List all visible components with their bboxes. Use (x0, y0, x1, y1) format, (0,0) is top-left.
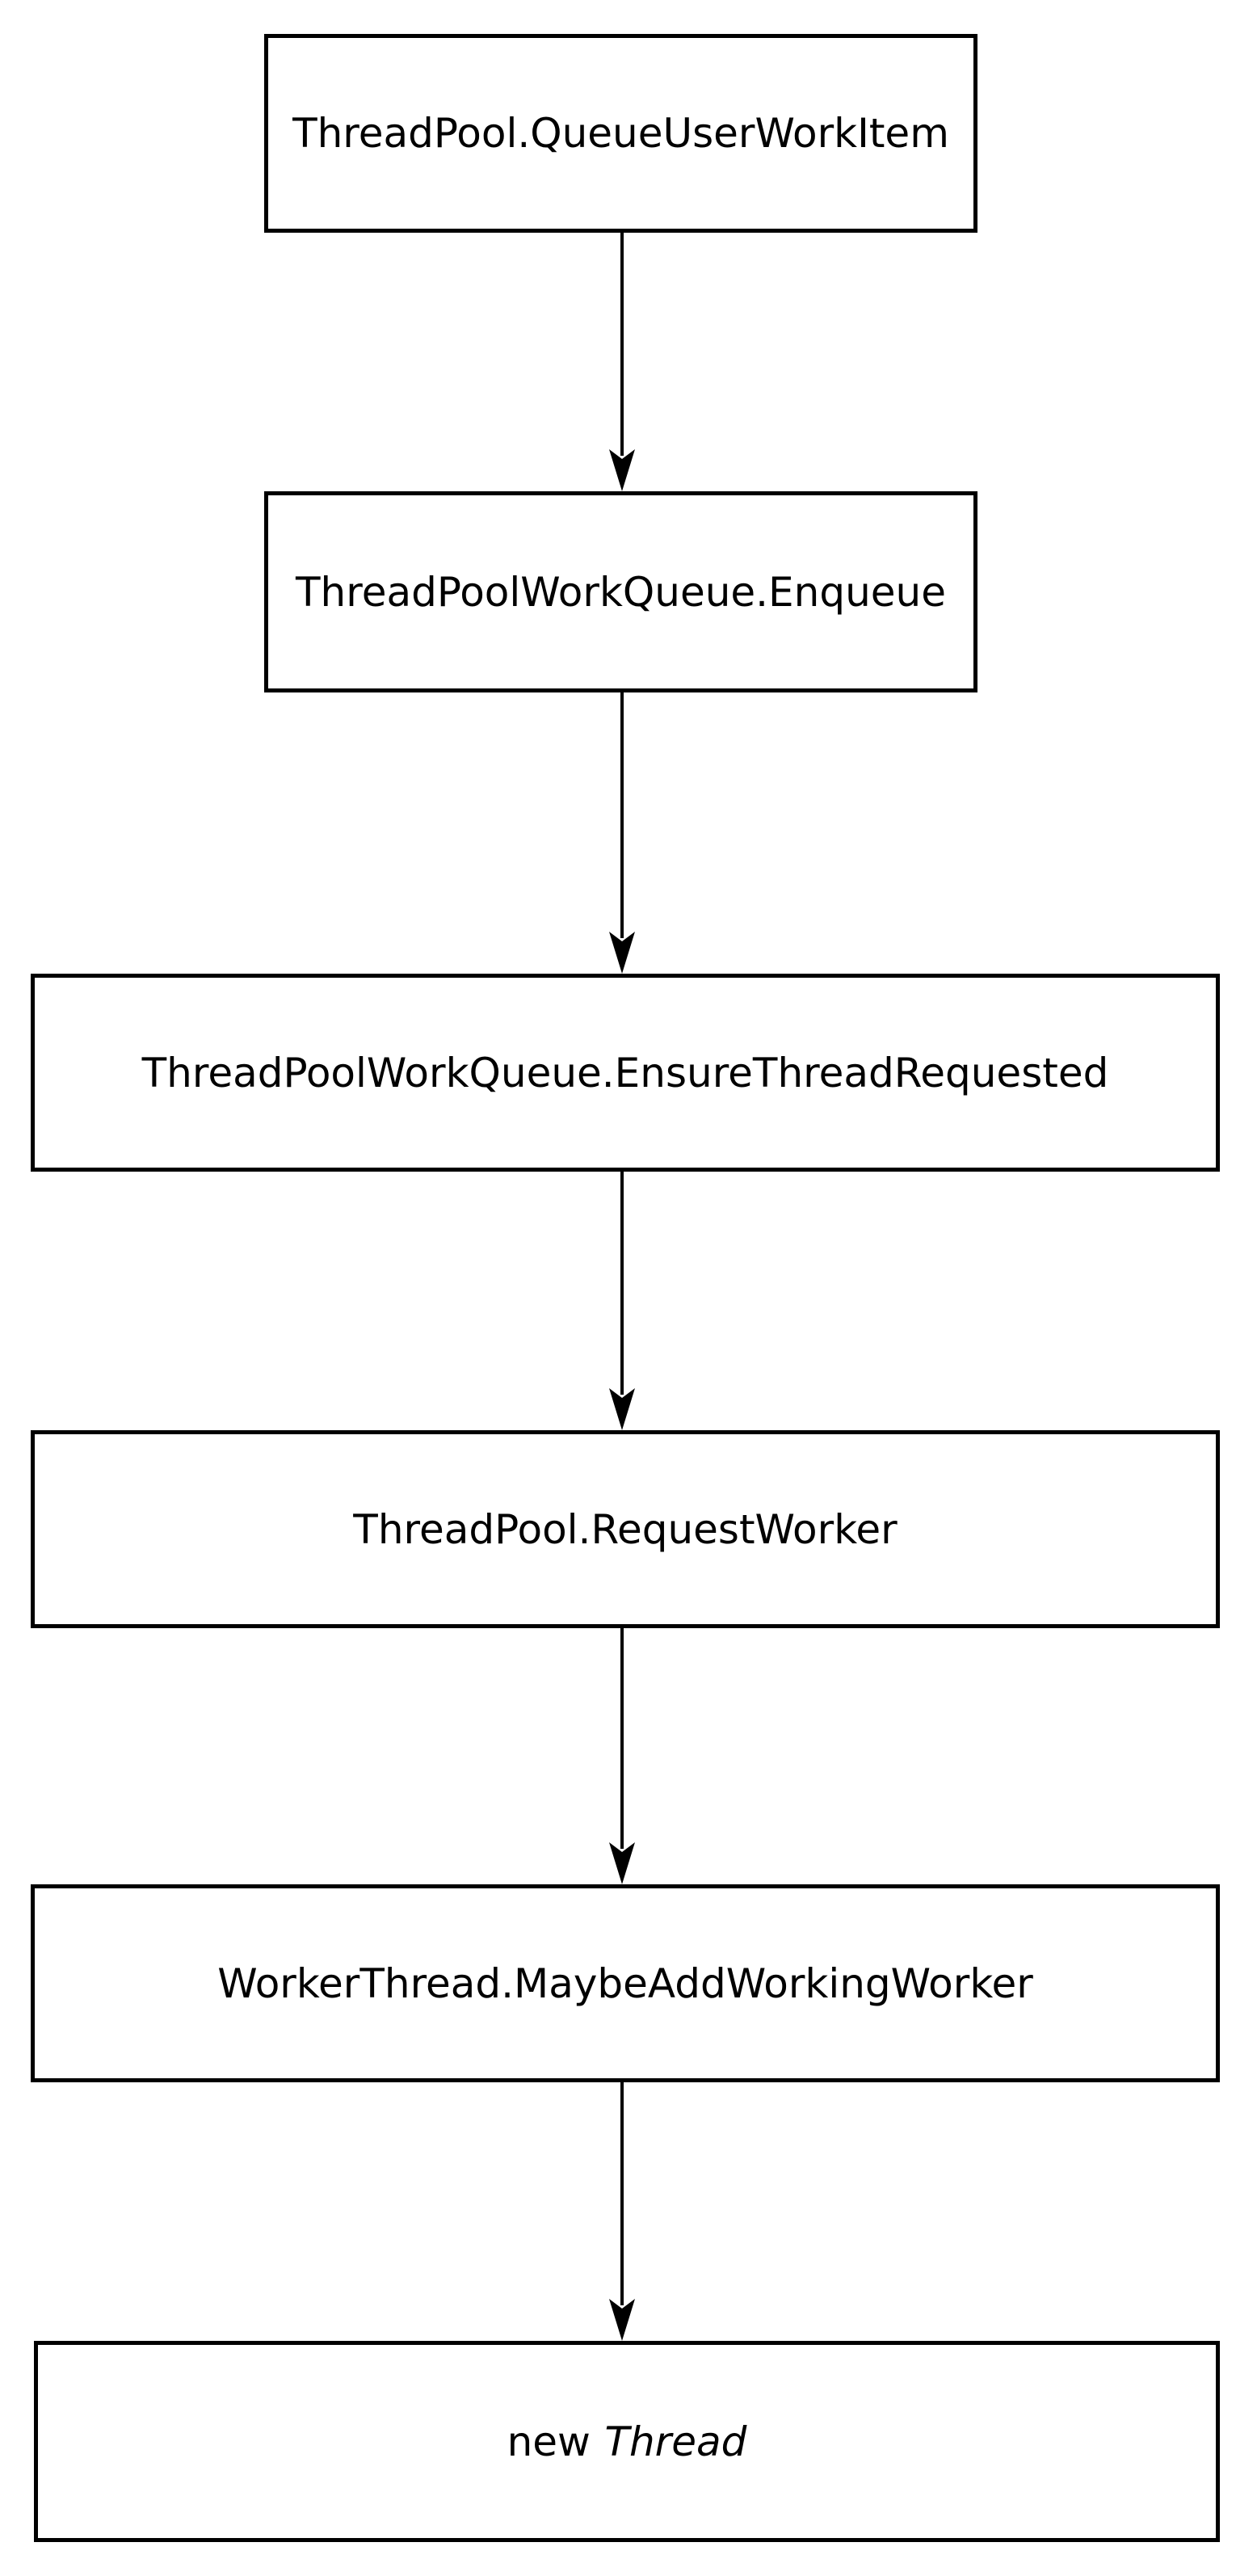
arrow-head-icon (609, 1388, 635, 1430)
flow-arrow (609, 233, 635, 491)
flow-arrow (609, 1628, 635, 1884)
flow-arrow (609, 1172, 635, 1430)
arrow-head-icon (609, 449, 635, 491)
node-label: new Thread (507, 2418, 747, 2466)
flow-node-ensure-thread-requested: ThreadPoolWorkQueue.EnsureThreadRequeste… (31, 974, 1220, 1172)
node-label: ThreadPool.QueueUserWorkItem (292, 110, 949, 157)
node-label: ThreadPoolWorkQueue.Enqueue (296, 568, 946, 616)
node-label-emphasis: Thread (604, 2418, 747, 2465)
node-label: ThreadPoolWorkQueue.EnsureThreadRequeste… (141, 1049, 1109, 1096)
arrow-head-icon (609, 932, 635, 974)
flow-arrow (609, 692, 635, 974)
flow-node-request-worker: ThreadPool.RequestWorker (31, 1430, 1220, 1628)
arrow-head-icon (609, 2299, 635, 2341)
node-label: WorkerThread.MaybeAddWorkingWorker (217, 1959, 1033, 2007)
arrow-head-icon (609, 1842, 635, 1884)
flow-node-enqueue: ThreadPoolWorkQueue.Enqueue (264, 491, 977, 692)
flow-arrow (609, 2082, 635, 2341)
node-label: ThreadPool.RequestWorker (353, 1505, 898, 1553)
flow-node-queue-user-work-item: ThreadPool.QueueUserWorkItem (264, 34, 977, 233)
flow-node-new-thread: new Thread (34, 2341, 1220, 2542)
node-label-prefix: new (507, 2418, 591, 2465)
flow-node-maybe-add-working-worker: WorkerThread.MaybeAddWorkingWorker (31, 1884, 1220, 2082)
